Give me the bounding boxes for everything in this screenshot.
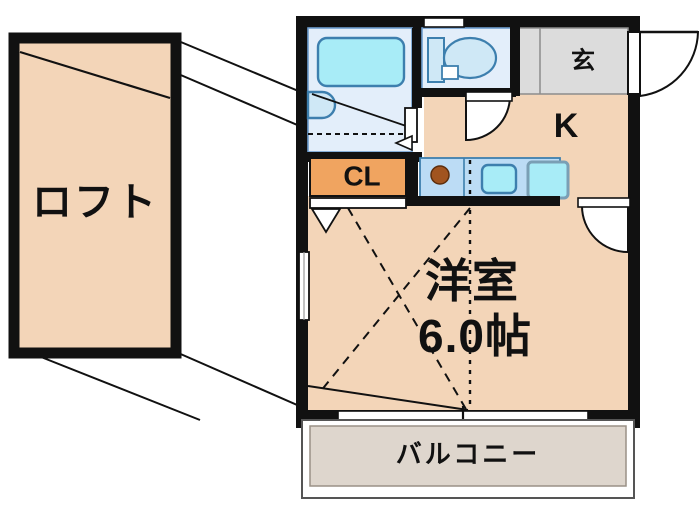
- closet-area: [309, 157, 407, 197]
- bath-right-wall: [412, 28, 422, 108]
- toilet-seat-lid: [441, 65, 459, 80]
- loft-diagonal: [19, 50, 171, 100]
- entrance-door-frame: [627, 31, 641, 95]
- balcony-floor: [309, 425, 627, 487]
- toilet-door-panel: [465, 91, 513, 102]
- entrance-label: 玄: [571, 46, 595, 74]
- gas-burner: [430, 165, 450, 185]
- room-slope-line: [307, 385, 469, 411]
- kitchen-sink: [480, 163, 518, 195]
- loft-callout: ロフト: [8, 32, 321, 421]
- main-unit: 玄: [296, 16, 700, 428]
- loft-extent-dashed: [319, 207, 471, 417]
- kitchen-label: K: [554, 107, 579, 145]
- washbasin: [306, 90, 337, 120]
- toilet-right-wall: [510, 22, 520, 96]
- kitchen-bottom-wall: [406, 196, 560, 206]
- main-room-label-line2: 6.0帖: [418, 310, 532, 362]
- closet-kitchen-wall: [406, 152, 418, 206]
- closet-label: CL: [343, 160, 380, 191]
- entrance-door-swing: [639, 31, 700, 98]
- counter-basin: [526, 160, 570, 200]
- closet-door-leaf: [310, 208, 342, 234]
- closet-door-rail: [309, 197, 407, 209]
- main-room-floor: [308, 196, 628, 416]
- balcony-label: バルコニー: [396, 439, 540, 469]
- bath-door-leaf: [394, 134, 413, 152]
- loft-label: ロフト: [32, 181, 158, 225]
- kitchen-room-door-panel: [577, 197, 631, 208]
- main-room-label-line1: 洋室: [425, 255, 519, 307]
- toilet-window: [423, 17, 465, 28]
- kitchen-room-door-swing: [580, 205, 629, 254]
- bath-door-swing: [311, 93, 413, 129]
- balcony: バルコニー: [301, 419, 635, 499]
- bathtub: [316, 36, 406, 88]
